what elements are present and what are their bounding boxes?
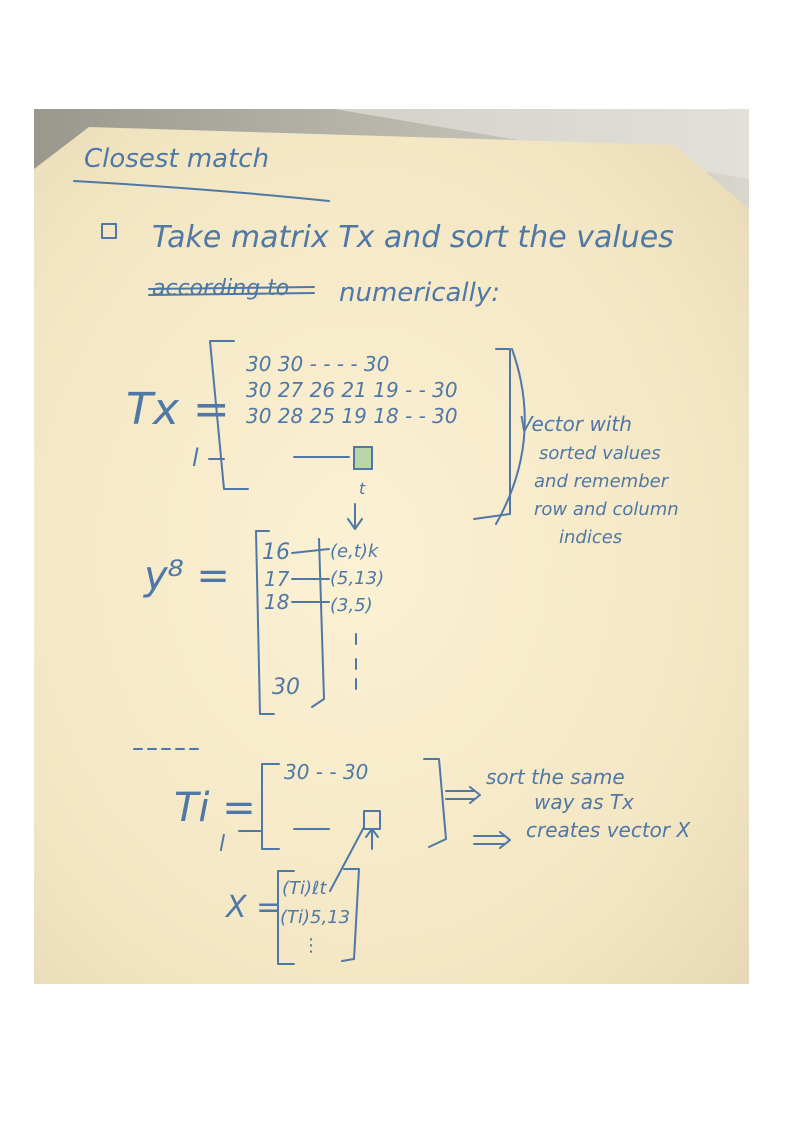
- x-value-3: ⋮: [302, 935, 320, 956]
- tx-row-3: 30 28 25 19 18 - - 30: [246, 404, 458, 428]
- tx-left-bracket: [209, 340, 249, 490]
- ys-left-bracket: [255, 530, 275, 715]
- strikethrough: [148, 286, 315, 296]
- bullet-text: Take matrix Tx and sort the values: [152, 220, 674, 255]
- tx-row-line: [208, 456, 350, 460]
- ys-value-2: 17: [264, 567, 290, 591]
- ys-index-2: (5,13): [330, 568, 384, 589]
- ti-row-line: [238, 828, 330, 832]
- tx-right-bracket: [473, 348, 511, 520]
- ti-left-bracket: [261, 763, 280, 850]
- x-value-1: (Ti)ℓt: [282, 878, 327, 899]
- ti-up-arrow: [365, 828, 379, 850]
- ys-index-3: (3,5): [330, 595, 373, 616]
- whiteboard-drawing: Closest match Take matrix Tx and sort th…: [34, 109, 749, 984]
- ti-note-2: creates vector X: [526, 818, 691, 842]
- bullet-checkbox: [101, 223, 117, 239]
- ti-row: 30 - - 30: [284, 760, 368, 784]
- tx-row-2: 30 27 26 21 19 - - 30: [246, 378, 458, 402]
- ys-value-1: 16: [262, 540, 290, 565]
- note-line-3: and remember: [534, 471, 670, 492]
- implies-arrow-2: [473, 831, 511, 849]
- tx-row-1: 30 30 - - - - 30: [246, 352, 389, 376]
- title-underline: [73, 180, 330, 202]
- ys-value-4: 30: [272, 675, 300, 700]
- note-line-1: Vector with: [519, 412, 632, 436]
- ys-label: y⁸ =: [143, 553, 230, 599]
- ti-label: Ti =: [174, 785, 256, 831]
- x-value-2: (Ti)5,13: [280, 907, 350, 928]
- ti-right-bracket: [423, 758, 447, 848]
- ti-l-label: l: [219, 832, 225, 857]
- note-line-4: row and column: [534, 499, 679, 520]
- tx-t-label: t: [359, 479, 366, 498]
- ys-index-1: (e,t)k: [330, 541, 380, 562]
- tx-brace: [495, 348, 526, 525]
- x-right-bracket: [341, 868, 360, 962]
- x-label: X =: [224, 890, 281, 925]
- ys-right-line: [311, 538, 325, 708]
- down-arrow: [347, 503, 363, 530]
- tx-highlight-cell: [353, 446, 373, 470]
- tx-label: Tx =: [126, 384, 230, 435]
- ys-connectors: [291, 548, 330, 603]
- tx-l-label: l: [192, 444, 199, 472]
- title-text: Closest match: [84, 144, 269, 174]
- x-left-bracket: [277, 870, 295, 965]
- whiteboard-photo: Closest match Take matrix Tx and sort th…: [34, 109, 749, 984]
- note-line-5: indices: [559, 527, 622, 548]
- implies-arrow-1: [445, 786, 481, 804]
- ti-note-1: sort the same: [486, 765, 625, 789]
- note-line-2: sorted values: [539, 443, 661, 464]
- ys-value-3: 18: [264, 590, 289, 614]
- ti-pointer: [329, 826, 365, 892]
- ceiling-panel: [34, 109, 749, 179]
- numerically-text: numerically:: [339, 278, 500, 308]
- projection-area: [34, 127, 749, 984]
- ti-note-1b: way as Tx: [534, 790, 634, 814]
